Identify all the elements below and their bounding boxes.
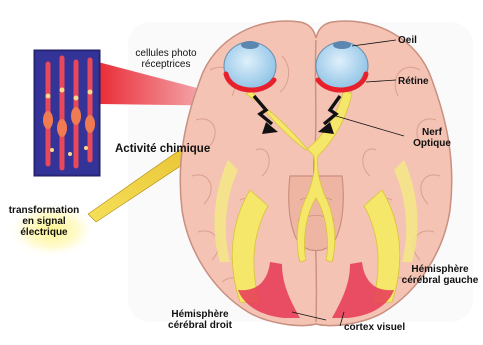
eye-right	[316, 41, 368, 90]
label-nerf-line1: Nerf	[402, 127, 462, 138]
label-hemisphere-gauche: Hémisphère cérébral gauche	[396, 264, 483, 286]
eye-left	[224, 41, 276, 90]
label-cellules-line1: cellules photo	[118, 48, 214, 59]
photoreceptor-image	[34, 50, 100, 176]
label-hemi-d-line2: cérébral droit	[160, 320, 240, 331]
label-hemisphere-droit: Hémisphère cérébral droit	[160, 309, 240, 331]
label-hemi-g-line1: Hémisphère	[396, 264, 483, 275]
label-transfo-line2: en signal	[6, 216, 82, 227]
label-nerf-line2: Optique	[402, 138, 462, 149]
label-cellules-line2: réceptrices	[118, 59, 214, 70]
label-cortex-visuel: cortex visuel	[344, 322, 405, 333]
label-hemi-g-line2: cérébral gauche	[396, 275, 483, 286]
label-nerf-optique: Nerf Optique	[402, 127, 462, 149]
label-activite-chimique: Activité chimique	[115, 144, 210, 155]
label-oeil: Oeil	[398, 35, 417, 46]
pupil-left	[241, 41, 259, 49]
label-cellules-photoreceptrices: cellules photo réceptrices	[118, 48, 214, 70]
pupil-right	[333, 41, 351, 49]
label-transfo-line1: transformation	[6, 205, 82, 216]
label-transfo-line3: électrique	[6, 227, 82, 238]
label-transformation: transformation en signal électrique	[6, 205, 82, 238]
label-hemi-d-line1: Hémisphère	[160, 309, 240, 320]
label-retine: Rétine	[398, 76, 429, 87]
